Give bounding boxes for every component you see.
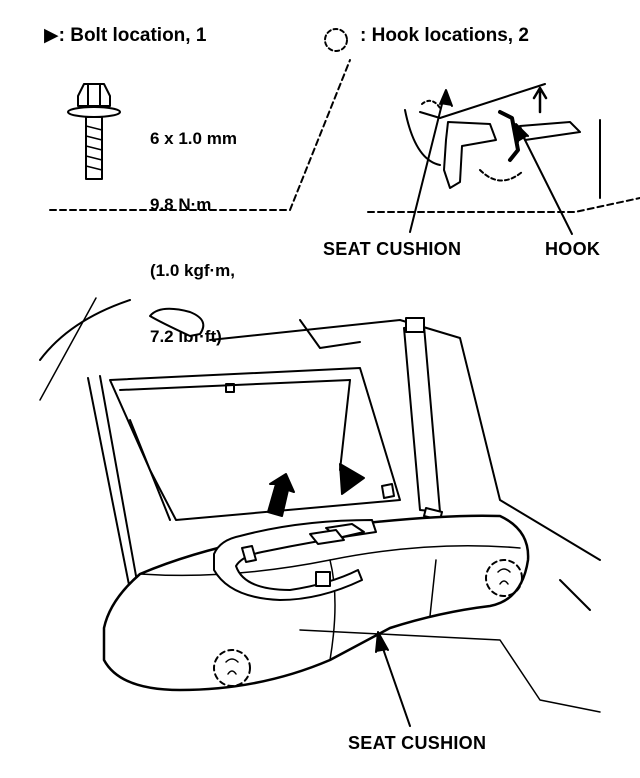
rear-seat-illustration	[39, 297, 601, 727]
seat-cushion-main-label: SEAT CUSHION	[348, 733, 487, 753]
bolt-legend-text: : Bolt location, 1	[58, 25, 207, 46]
bolt-marker-icon: ▶	[44, 25, 59, 46]
bolt-torque-kgf: (1.0 kgf·m,	[150, 261, 236, 280]
bolt-inset-frame	[49, 59, 351, 211]
hook-legend-icon	[324, 28, 348, 52]
bolt-size: 6 x 1.0 mm	[150, 129, 237, 148]
seat-cushion-detail-label: SEAT CUSHION	[323, 239, 462, 259]
hook-detail-illustration	[367, 83, 640, 235]
bolt-legend: ▶: Bolt location, 1	[44, 26, 206, 45]
hook-label: HOOK	[545, 239, 601, 259]
bolt-icon	[67, 83, 121, 180]
hook-legend-text: : Hook locations, 2	[360, 25, 529, 46]
